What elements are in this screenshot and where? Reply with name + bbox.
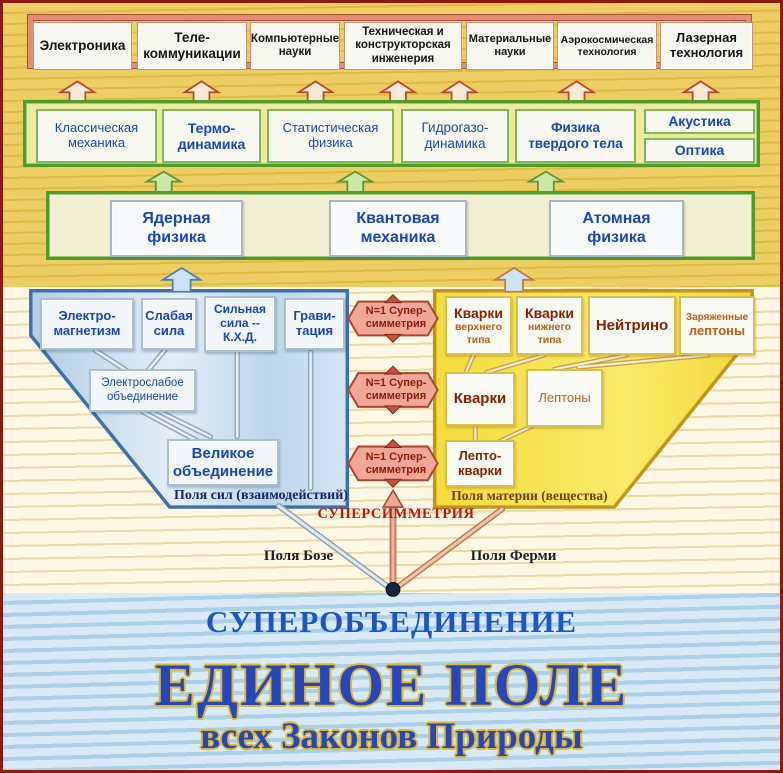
unification-point	[385, 581, 401, 597]
unified-field-subtitle: всех Законов Природы	[200, 716, 583, 757]
matter-connector-lines	[463, 352, 711, 445]
susy-double-arrow-icon	[347, 445, 439, 482]
up-arrow-icon	[143, 170, 184, 194]
background-water	[3, 593, 780, 770]
tech-box-engineering: Техническая и конструкторская инженерия	[344, 22, 462, 70]
applied-box-hydrodynamics: Гидрогазо- динамика	[401, 109, 509, 163]
tech-box-electronics: Электроника	[33, 22, 132, 70]
quantum-box-quantum-mechanics: Квантовая механика	[329, 200, 467, 257]
tech-box-telecom: Теле- коммуникации	[137, 22, 247, 70]
box-subtitle: Заряженные	[685, 312, 749, 324]
tech-box-materials: Материальные науки	[466, 22, 554, 70]
applied-box-optics: Оптика	[644, 138, 755, 163]
force-box-strong-force-qcd: Сильная сила -- К.Х.Д.	[204, 296, 276, 352]
susy-link-label-1: N=1 Супер- симметрия	[365, 305, 427, 331]
funnel-up-arrows	[159, 266, 536, 293]
matter-box-charged-leptons: Заряженные лептоны	[679, 296, 755, 355]
supersymmetry-label: СУПЕРСИММЕТРИЯ	[317, 506, 475, 522]
up-arrow-icon	[335, 170, 376, 194]
susy-link-label-3: N=1 Супер- симметрия	[365, 451, 427, 477]
matter-box-up-quarks: Кварки верхнего типа	[445, 296, 512, 355]
electroweak-unification-box: Электрослабое объединение	[89, 369, 196, 412]
applied-box-statistical-physics: Статистическая физика	[267, 109, 394, 163]
force-box-electromagnetism: Электро- магнетизм	[40, 298, 134, 350]
technology-up-arrows	[57, 80, 721, 105]
force-box-weak-force: Слабая сила	[141, 298, 197, 350]
fermi-fields-label: Поля Ферми	[470, 548, 557, 564]
up-arrow-icon	[159, 266, 204, 293]
bose-line	[275, 503, 392, 591]
up-arrow-icon	[525, 170, 566, 194]
matter-box-neutrinos: Нейтрино	[588, 296, 676, 355]
tech-box-laser: Лазерная технология	[660, 22, 753, 70]
up-arrow-icon	[492, 266, 536, 293]
leptoquarks-box: Лепто- кварки	[445, 440, 515, 487]
matter-fields-caption: Поля материи (вещества)	[451, 488, 608, 503]
box-title: Кварки	[454, 304, 503, 321]
leptons-group-box: Лептоны	[526, 369, 603, 427]
box-title: Кварки	[525, 304, 574, 321]
applied-up-arrows	[143, 170, 566, 194]
matter-box-down-quarks: Кварки нижнего типа	[516, 296, 583, 355]
unified-field-title: ЕДИНОЕ ПОЛЕ	[154, 652, 629, 718]
box-title: Нейтрино	[595, 316, 669, 334]
applied-box-acoustics: Акустика	[644, 109, 755, 134]
box-title: лептоны	[688, 322, 746, 338]
force-box-gravity: Грави- тация	[284, 298, 345, 350]
supersymmetry-axis-arrow	[381, 488, 405, 589]
force-fields-caption: Поля сил (взаимодействий)	[174, 488, 348, 503]
applied-box-classical-mechanics: Классическая механика	[36, 109, 157, 163]
susy-link-shapes	[347, 294, 439, 488]
tech-box-aerospace: Аэрокосмическая технология	[557, 22, 657, 70]
grand-unification-box: Великое объединение	[167, 439, 279, 486]
quantum-box-nuclear-physics: Ядерная физика	[110, 200, 243, 257]
quarks-group-box: Кварки	[445, 372, 515, 426]
fermi-line	[393, 506, 506, 591]
applied-box-solid-state: Физика твердого тела	[515, 109, 636, 163]
susy-link-label-2: N=1 Супер- симметрия	[365, 377, 427, 403]
quantum-box-atomic-physics: Атомная физика	[549, 200, 684, 257]
tech-box-computer-science: Компьютерные науки	[250, 22, 340, 70]
susy-double-arrow-icon	[347, 372, 439, 408]
box-subtitle: верхнего типа	[454, 320, 503, 346]
superunification-title: СУПЕРОБЪЕДИНЕНИЕ	[205, 604, 578, 639]
susy-double-arrow-icon	[347, 300, 439, 337]
bose-fields-label: Поля Бозе	[263, 548, 334, 564]
applied-box-thermodynamics: Термо- динамика	[162, 109, 261, 163]
box-subtitle: нижнего типа	[527, 320, 572, 346]
